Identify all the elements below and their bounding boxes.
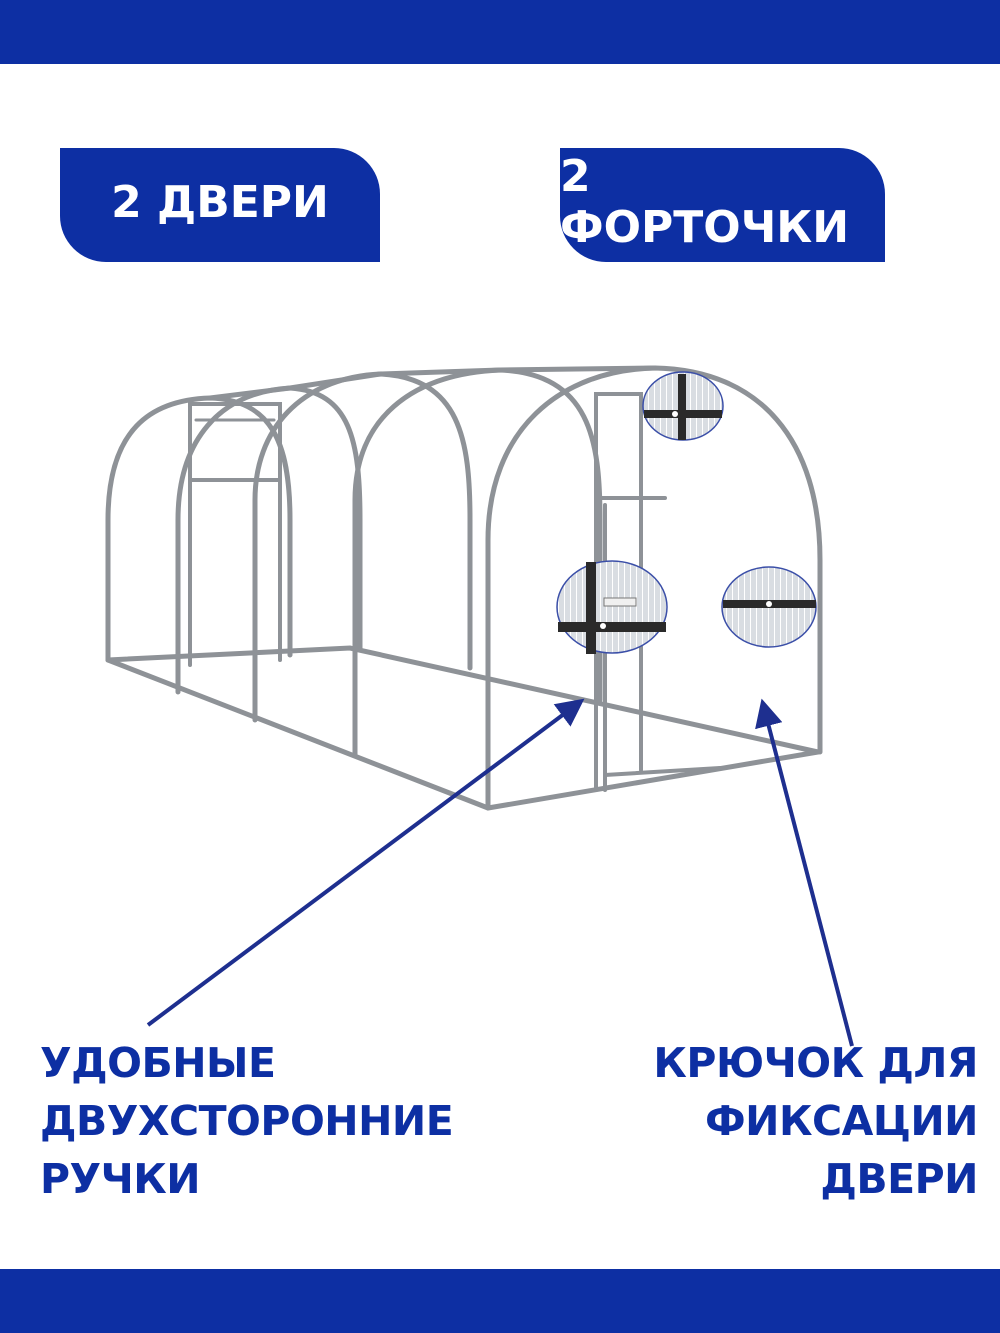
door-handle-icon: [556, 560, 668, 654]
vents-count-badge: 2 ФОРТОЧКИ: [560, 148, 885, 262]
hook-arrow-icon: [755, 698, 854, 1047]
hook-caption-line: ДВЕРИ: [820, 1155, 978, 1203]
doors-count-badge: 2 ДВЕРИ: [60, 148, 380, 262]
door-hook-icon: [721, 566, 817, 648]
handles-caption-line: ДВУХСТОРОННИЕ: [40, 1097, 454, 1145]
bottom-color-band: [0, 1269, 1000, 1333]
hook-caption-line: КРЮЧОК ДЛЯ: [653, 1039, 978, 1087]
handles-caption-line: РУЧКИ: [40, 1155, 201, 1203]
top-color-band: [0, 0, 1000, 64]
handles-arrow-icon: [146, 698, 585, 1027]
greenhouse-frame-icon: [105, 365, 823, 811]
handles-caption-line: УДОБНЫЕ: [40, 1039, 276, 1087]
hook-caption: КРЮЧОК ДЛЯ ФИКСАЦИИ ДВЕРИ: [653, 1034, 978, 1208]
handles-caption: УДОБНЫЕ ДВУХСТОРОННИЕ РУЧКИ: [40, 1034, 454, 1208]
hook-caption-line: ФИКСАЦИИ: [705, 1097, 978, 1145]
vent-latch-icon: [642, 371, 724, 441]
